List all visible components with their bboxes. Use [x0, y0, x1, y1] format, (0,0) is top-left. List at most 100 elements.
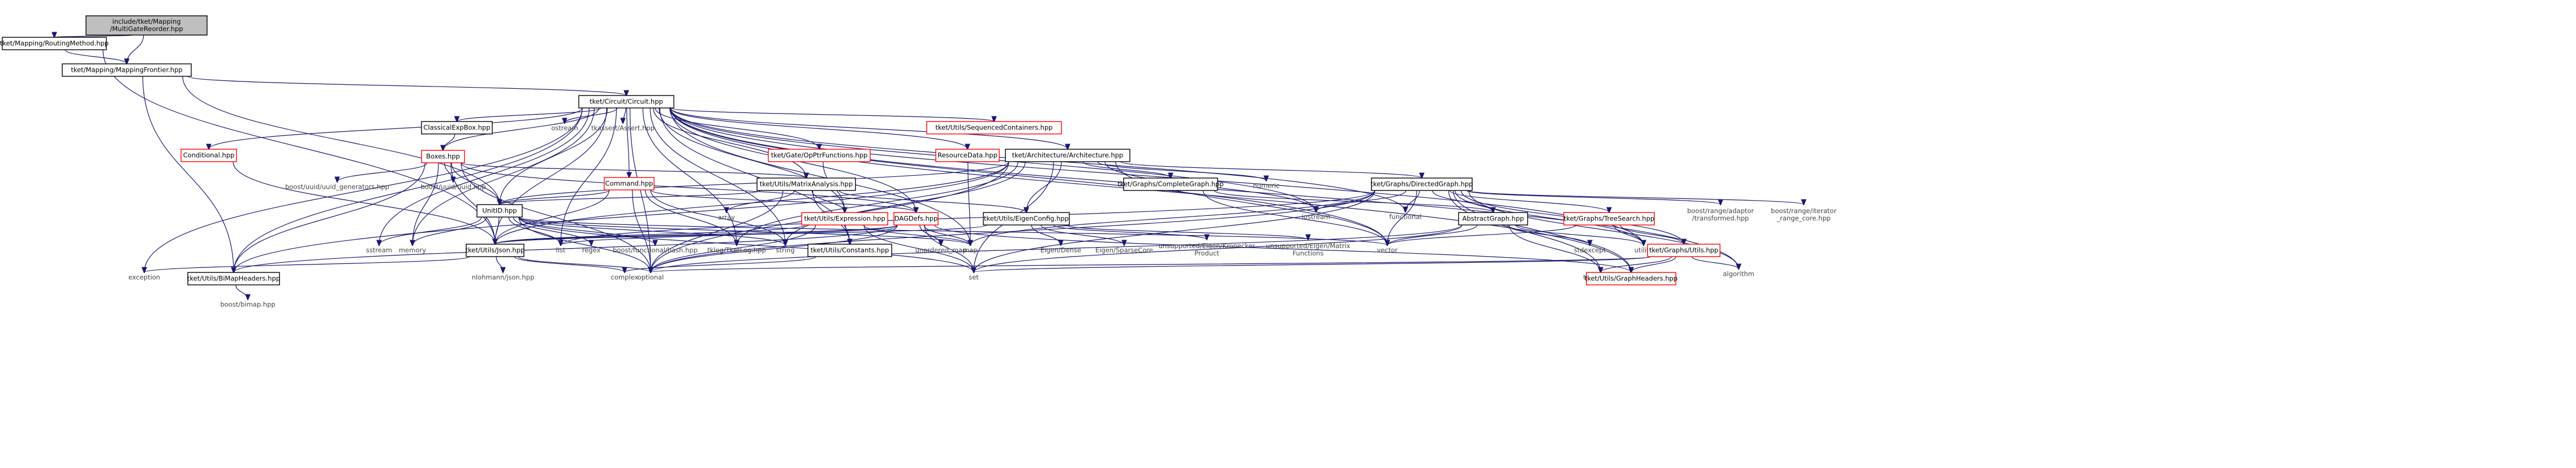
node-conditional[interactable]: Conditional.hpp — [180, 149, 237, 162]
node-iostream: iostream — [1302, 213, 1331, 221]
node-complex: complex — [611, 274, 639, 281]
edge-routing-to-json — [102, 49, 495, 244]
node-label: Functions — [1293, 249, 1324, 257]
edge-eigenconfig-to-eigensparse — [1040, 224, 1124, 245]
node-label: tket/Utils/MatrixAnalysis.hpp — [760, 180, 853, 188]
edge-abstractgraph-to-set — [974, 224, 1463, 272]
node-dagdefs[interactable]: DAGDefs.hpp — [893, 212, 939, 226]
node-label: ostream — [551, 124, 578, 132]
edge-command-to-dagdefs — [650, 189, 916, 213]
edge-circuit-to-unitid — [500, 107, 608, 205]
node-label: AbstractGraph.hpp — [1462, 215, 1524, 223]
node-label: /transformed.hpp — [1692, 214, 1749, 222]
node-expression[interactable]: tket/Utils/Expression.hpp — [801, 212, 888, 226]
node-matrix[interactable]: tket/Utils/MatrixAnalysis.hpp — [756, 177, 856, 191]
node-boxes[interactable]: Boxes.hpp — [421, 150, 465, 163]
node-label: numeric — [1253, 182, 1279, 190]
node-label: nlohmann/json.hpp — [472, 274, 535, 281]
node-array: array — [718, 214, 735, 222]
node-box — [983, 212, 1070, 226]
node-box — [604, 177, 655, 190]
node-sstream: sstream — [366, 246, 392, 254]
node-graphutils[interactable]: tket/Graphs/Utils.hpp — [1647, 244, 1721, 257]
node-root[interactable]: include/tket/Mapping/MultiGateReorder.hp… — [85, 15, 208, 36]
node-box — [180, 149, 237, 162]
edge-treesearch-to-graphutils — [1620, 224, 1684, 244]
edge-directedgraph-to-utility — [1455, 190, 1644, 245]
edge-eigenconfig-to-matfunc — [1065, 224, 1308, 240]
node-completegraph[interactable]: tket/Graphs/CompleteGraph.hpp — [1117, 177, 1224, 191]
node-label: string — [776, 246, 794, 254]
node-label: ResourceData.hpp — [937, 151, 997, 159]
node-label: Conditional.hpp — [183, 151, 235, 159]
edge-unitid-to-sstream — [379, 216, 482, 245]
node-box — [1647, 244, 1721, 257]
node-vector: vector — [1377, 246, 1398, 254]
node-resource[interactable]: ResourceData.hpp — [935, 149, 1000, 162]
node-label: tket/Utils/Constants.hpp — [811, 246, 889, 254]
node-label: functional — [1389, 213, 1421, 221]
node-box — [756, 177, 856, 191]
node-command[interactable]: Command.hpp — [604, 177, 655, 190]
edge-directedgraph-to-abstractgraph — [1432, 190, 1493, 213]
node-list: list — [556, 246, 566, 254]
edge-arch-to-tklog — [737, 161, 1018, 245]
node-box — [62, 63, 192, 77]
edge-unitid-to-set — [518, 216, 974, 272]
node-constants[interactable]: tket/Utils/Constants.hpp — [807, 244, 892, 257]
edge-directedgraph-to-iostream — [1316, 190, 1407, 212]
edge-circuit-to-command — [627, 107, 629, 177]
node-unitid[interactable]: UnitID.hpp — [476, 204, 523, 218]
edge-directedgraph-to-adaptor — [1466, 190, 1721, 205]
node-arch[interactable]: tket/Architecture/Architecture.hpp — [1005, 149, 1130, 162]
node-circuit[interactable]: tket/Circuit/Circuit.hpp — [578, 95, 674, 109]
edge-dagdefs-to-bitmap — [234, 224, 898, 272]
node-eigenconfig[interactable]: tket/Utils/EigenConfig.hpp — [983, 212, 1070, 226]
edge-bitmap-to-boostbimap — [235, 284, 248, 300]
node-label: boost/uuid/uuid_generators.hpp — [285, 183, 389, 191]
node-label: tkassert/Assert.hpp — [591, 124, 655, 132]
node-label: tket/Utils/Json.hpp — [466, 246, 525, 254]
node-label: tket/Utils/GraphHeaders.hpp — [1585, 275, 1678, 283]
node-exception: exception — [128, 274, 160, 281]
node-json[interactable]: tket/Utils/Json.hpp — [466, 244, 525, 257]
node-abstractgraph[interactable]: AbstractGraph.hpp — [1458, 212, 1528, 226]
node-frontier[interactable]: tket/Mapping/MappingFrontier.hpp — [62, 63, 192, 77]
node-box — [893, 212, 939, 226]
edge-unitid-to-memory — [412, 216, 487, 245]
node-label: UnitID.hpp — [482, 207, 517, 215]
edge-circuit-to-vector — [670, 107, 1387, 245]
node-label: iostream — [1302, 213, 1331, 221]
edge-arch-to-unitid — [500, 161, 1009, 205]
edge-boxes-to-optional — [461, 162, 651, 272]
node-directedgraph[interactable]: tket/Graphs/DirectedGraph.hpp — [1371, 177, 1473, 191]
node-label: include/tket/Mapping — [112, 18, 180, 25]
node-label: tklog/TketLog.hpp — [707, 246, 766, 254]
edge-arch-to-string — [785, 161, 1026, 245]
node-label: boost/uuid/uuid.hpp — [420, 183, 485, 191]
node-graphheaders[interactable]: tket/Utils/GraphHeaders.hpp — [1585, 272, 1678, 285]
node-box — [1586, 272, 1676, 285]
node-bitmap[interactable]: tket/Utils/BiMapHeaders.hpp — [187, 272, 280, 285]
node-gateptr[interactable]: tket/Gate/OpPtrFunctions.hpp — [768, 149, 871, 162]
edge-frontier-to-unitid — [182, 76, 500, 205]
node-seqcont[interactable]: tket/Utils/SequencedContainers.hpp — [926, 121, 1062, 135]
edge-graphutils-to-typetraits — [1601, 256, 1672, 272]
node-tkassert: tkassert/Assert.hpp — [591, 124, 655, 132]
node-routing[interactable]: tket/Mapping/RoutingMethod.hpp — [0, 37, 109, 50]
edge-routing-to-frontier — [64, 49, 127, 64]
node-label: boost/range/adaptor — [1687, 207, 1754, 215]
edge-unitid-to-hash — [518, 216, 655, 245]
node-box — [578, 95, 674, 109]
edge-arch-to-numeric — [1097, 161, 1266, 181]
edge-abstractgraph-to-stdexcept — [1507, 224, 1590, 245]
header-nodes: include/tket/Mapping/MultiGateReorder.hp… — [0, 15, 1837, 309]
edge-dagdefs-to-optional — [651, 224, 898, 272]
node-box — [935, 149, 1000, 162]
edge-directedgraph-to-algorithm — [1468, 190, 1739, 269]
node-treesearch[interactable]: tket/Graphs/TreeSearch.hpp — [1563, 212, 1655, 226]
edge-abstractgraph-to-optional — [651, 224, 1463, 272]
node-box — [476, 204, 523, 218]
node-classicalexp[interactable]: ClassicalExpBox.hpp — [421, 121, 493, 135]
